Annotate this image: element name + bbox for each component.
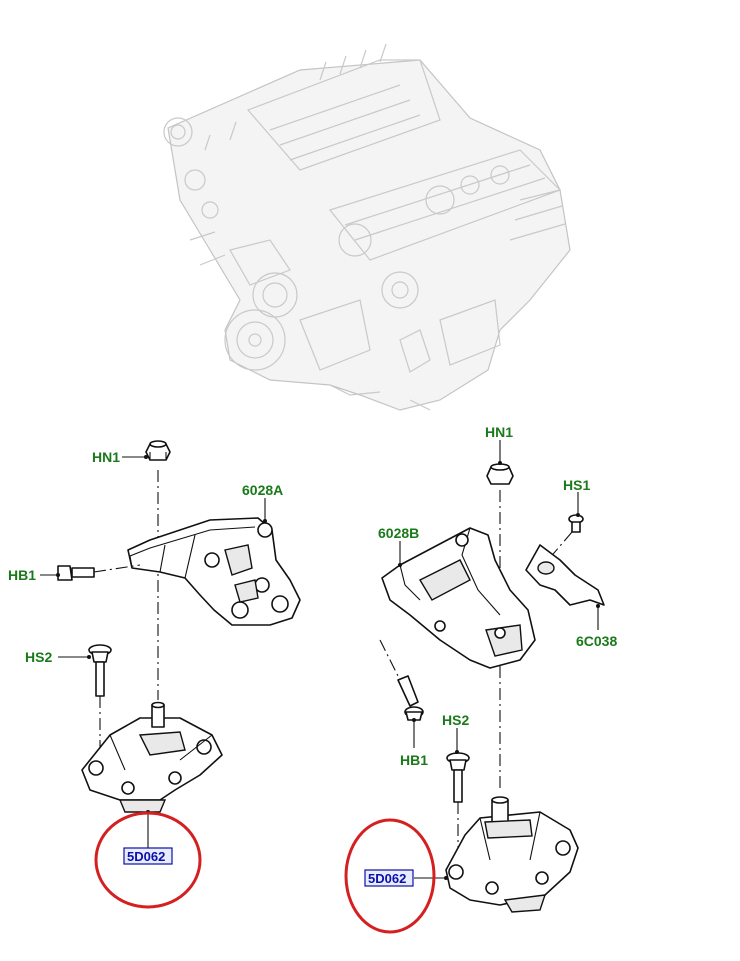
left-hn1-nut[interactable] bbox=[145, 440, 171, 461]
left-mount-assembly: HN1 6028A HB1 HS2 5D062 bbox=[8, 440, 301, 909]
callout-right-5d062: 5D062 bbox=[368, 871, 406, 886]
callout-left-hb1: HB1 bbox=[8, 567, 36, 583]
callout-right-hs2: HS2 bbox=[442, 712, 469, 728]
right-mount-assembly: HN1 HS1 6028B 6C038 HS2 HB1 5D062 bbox=[344, 424, 617, 934]
left-highlight-ring bbox=[94, 811, 202, 909]
right-hs1-screw[interactable] bbox=[547, 514, 584, 561]
callout-left-5d062: 5D062 bbox=[127, 849, 165, 864]
callout-left-hn1: HN1 bbox=[92, 449, 120, 465]
right-hn1-nut[interactable] bbox=[486, 463, 514, 485]
left-6028a-bracket[interactable] bbox=[127, 517, 301, 626]
callout-right-hs1: HS1 bbox=[563, 477, 590, 493]
right-hs2-bolt[interactable] bbox=[446, 752, 470, 860]
right-6028b-bracket[interactable] bbox=[381, 527, 536, 669]
right-highlight-ring bbox=[344, 818, 436, 934]
callout-right-6028b: 6028B bbox=[378, 525, 419, 541]
right-6c038-heat-shield[interactable] bbox=[525, 544, 605, 606]
left-5d062-engine-mount[interactable] bbox=[81, 701, 223, 813]
callout-right-hn1: HN1 bbox=[485, 424, 513, 440]
part-box-left-5d062[interactable] bbox=[123, 847, 173, 865]
callout-right-6c038: 6C038 bbox=[576, 633, 617, 649]
left-hb1-bolt[interactable] bbox=[57, 564, 141, 581]
part-box-right-5d062[interactable] bbox=[364, 869, 414, 887]
right-hb1-bolt[interactable] bbox=[379, 639, 424, 721]
callout-left-hs2: HS2 bbox=[25, 649, 52, 665]
engine-illustration bbox=[163, 43, 571, 411]
callout-left-6028a: 6028A bbox=[242, 482, 283, 498]
left-hs2-bolt[interactable] bbox=[88, 644, 112, 765]
callout-right-hb1: HB1 bbox=[400, 752, 428, 768]
right-5d062-engine-mount[interactable] bbox=[445, 796, 579, 913]
